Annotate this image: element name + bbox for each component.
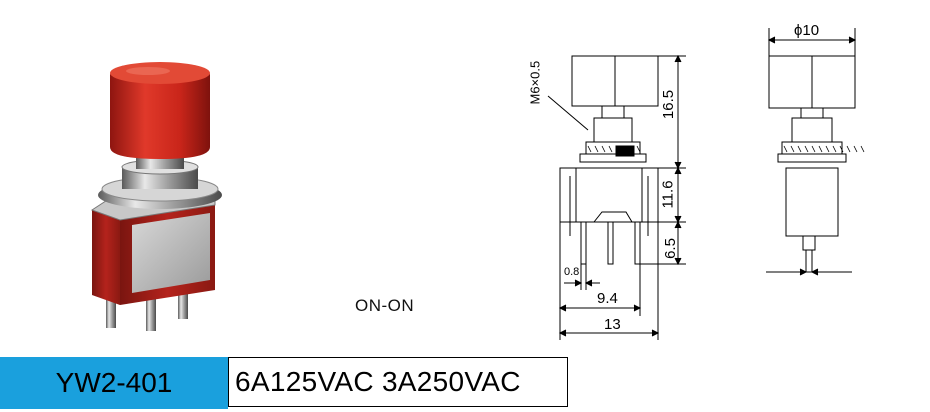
thread-label: M6×0.5 [527,60,543,105]
dim-pin-spacing: 9.4 [597,290,618,307]
electrical-rating: 6A125VAC 3A250VAC [228,357,568,407]
dim-pin-width: 0.8 [564,266,580,278]
dim-cap-height: 16.5 [660,89,678,120]
dim-cap-diameter: ϕ10 [794,22,820,39]
circuit-label: ON-ON [355,296,415,315]
switch-photo [90,62,222,331]
model-number: YW2-401 [0,357,228,409]
dim-body-height: 11.6 [659,180,677,209]
dim-pin-length: 6.5 [661,238,679,259]
dim-body-width: 13 [604,316,621,333]
dimension-drawing [547,28,865,340]
